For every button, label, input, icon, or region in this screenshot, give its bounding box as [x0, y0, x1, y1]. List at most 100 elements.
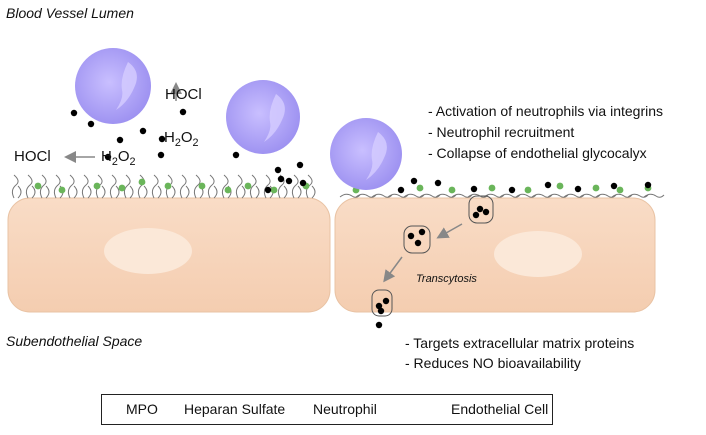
heparan-sulfate-dot	[448, 186, 456, 194]
heparan-sulfate-dot	[164, 182, 172, 190]
vesicle-3	[371, 289, 393, 317]
glycocalyx-fiber	[403, 193, 425, 198]
nucleus-right	[494, 231, 582, 277]
legend-heparan-label: Heparan Sulfate	[184, 401, 286, 417]
heparan-sulfate-dot	[198, 182, 206, 190]
heparan-sulfate-dot	[556, 182, 564, 190]
mpo-dot	[157, 151, 165, 159]
bullet-top-item: - Activation of neutrophils via integrin…	[428, 103, 664, 119]
glycocalyx-fiber	[643, 193, 665, 198]
hocl-top-label: HOCl	[165, 86, 202, 103]
mpo-dot	[285, 177, 293, 185]
subendothelial-label: Subendothelial Space	[6, 333, 143, 349]
mpo-dot	[232, 151, 240, 159]
mpo-dot	[407, 232, 415, 240]
mpo-dot	[434, 179, 442, 187]
bullets-top: - Activation of neutrophils via integrin…	[428, 101, 663, 164]
bullet-top-item: - Neutrophil recruitment	[428, 124, 575, 140]
glycocalyx-fiber	[53, 174, 64, 199]
glycocalyx-fiber	[11, 174, 22, 199]
mpo-dot	[610, 182, 618, 190]
glycocalyx-fiber	[627, 193, 649, 198]
vesicle-1	[468, 195, 494, 224]
mpo-dot	[544, 181, 552, 189]
glycocalyx-fiber	[371, 193, 393, 198]
mpo-dot	[418, 228, 426, 236]
mpo-dot	[277, 175, 285, 183]
glycocalyx-fiber	[179, 174, 190, 199]
glycocalyx-fiber	[67, 174, 78, 199]
h2o2-left-label: H2O2	[101, 148, 136, 168]
glycocalyx-fiber	[355, 193, 377, 198]
glycocalyx-fiber	[291, 174, 302, 199]
legend-mpo-label: MPO	[126, 401, 158, 417]
mpo-dot	[158, 135, 166, 143]
mpo-dot	[116, 136, 124, 144]
heparan-sulfate-dot	[616, 186, 624, 194]
mpo-dot	[377, 307, 385, 315]
heparan-sulfate-dot	[270, 186, 278, 194]
endothelial-cell-right	[334, 197, 656, 313]
mpo-dot	[470, 185, 478, 193]
endothelial-cell-left	[7, 197, 331, 313]
mpo-dot	[508, 186, 516, 194]
glycocalyx-fiber	[515, 193, 537, 198]
glycocalyx-fiber	[339, 193, 361, 198]
transcytosis-label: Transcytosis	[416, 273, 477, 285]
glycocalyx-fiber	[151, 174, 162, 199]
mpo-dots	[70, 108, 652, 329]
legend-endothelial-label: Endothelial Cell	[451, 401, 549, 417]
glycocalyx-fiber	[451, 193, 473, 198]
mpo-dot	[264, 186, 272, 194]
mpo-dot	[472, 211, 480, 219]
mpo-dot	[296, 161, 304, 169]
mpo-dot	[274, 166, 282, 174]
glycocalyx-fiber	[81, 174, 92, 199]
heparan-sulfate-dot	[58, 186, 66, 194]
glycocalyx-fiber	[531, 193, 553, 198]
legend-neutrophil-label: Neutrophil	[313, 401, 377, 417]
lumen-label: Blood Vessel Lumen	[6, 5, 134, 21]
hocl-left-label: HOCl	[14, 148, 51, 165]
glycocalyx-fiber	[263, 174, 274, 199]
bullet-bottom-item: - Reduces NO bioavailability	[405, 355, 581, 371]
h2o2-top-label: H2O2	[164, 129, 199, 149]
bullet-top-item: - Collapse of endothelial glycocalyx	[428, 145, 647, 161]
neutrophil-2	[226, 80, 300, 154]
glycocalyx-fiber	[249, 174, 260, 199]
heparan-sulfate-dot	[224, 186, 232, 194]
heparan-sulfate-dot	[138, 178, 146, 186]
heparan-sulfate-dot	[118, 184, 126, 192]
heparan-sulfate-dot	[488, 184, 496, 192]
glycocalyx-left	[11, 174, 316, 199]
glycocalyx-fiber	[387, 193, 409, 198]
heparan-sulfate-dot	[592, 184, 600, 192]
glycocalyx-fiber	[547, 193, 569, 198]
neutrophil-1	[75, 48, 151, 124]
glycocalyx-fiber	[39, 174, 50, 199]
heparan-sulfate-dot	[93, 182, 101, 190]
glycocalyx-fiber	[207, 174, 218, 199]
mpo-dot	[414, 239, 422, 247]
vesicle-2	[403, 225, 431, 254]
glycocalyx-fiber	[25, 174, 36, 199]
mpo-dot	[482, 208, 490, 216]
mpo-dot	[87, 120, 95, 128]
glycocalyx-fiber	[123, 174, 134, 199]
glycocalyx-fiber	[595, 193, 617, 198]
mpo-dot	[644, 181, 652, 189]
mpo-dot	[104, 153, 112, 161]
glycocalyx-fiber	[305, 174, 316, 199]
glycocalyx-fiber	[579, 193, 601, 198]
glycocalyx-fiber	[221, 174, 232, 199]
glycocalyx-fiber	[109, 174, 120, 199]
heparan-sulfate-dot	[34, 182, 42, 190]
mpo-dot	[179, 108, 187, 116]
bullet-bottom-item: - Targets extracellular matrix proteins	[405, 335, 635, 351]
mpo-dot	[299, 179, 307, 187]
mpo-dot	[397, 186, 405, 194]
heparan-sulfate-dot	[244, 182, 252, 190]
glycocalyx-fiber	[499, 193, 521, 198]
nucleus-left	[104, 228, 192, 274]
glycocalyx-fiber	[611, 193, 633, 198]
